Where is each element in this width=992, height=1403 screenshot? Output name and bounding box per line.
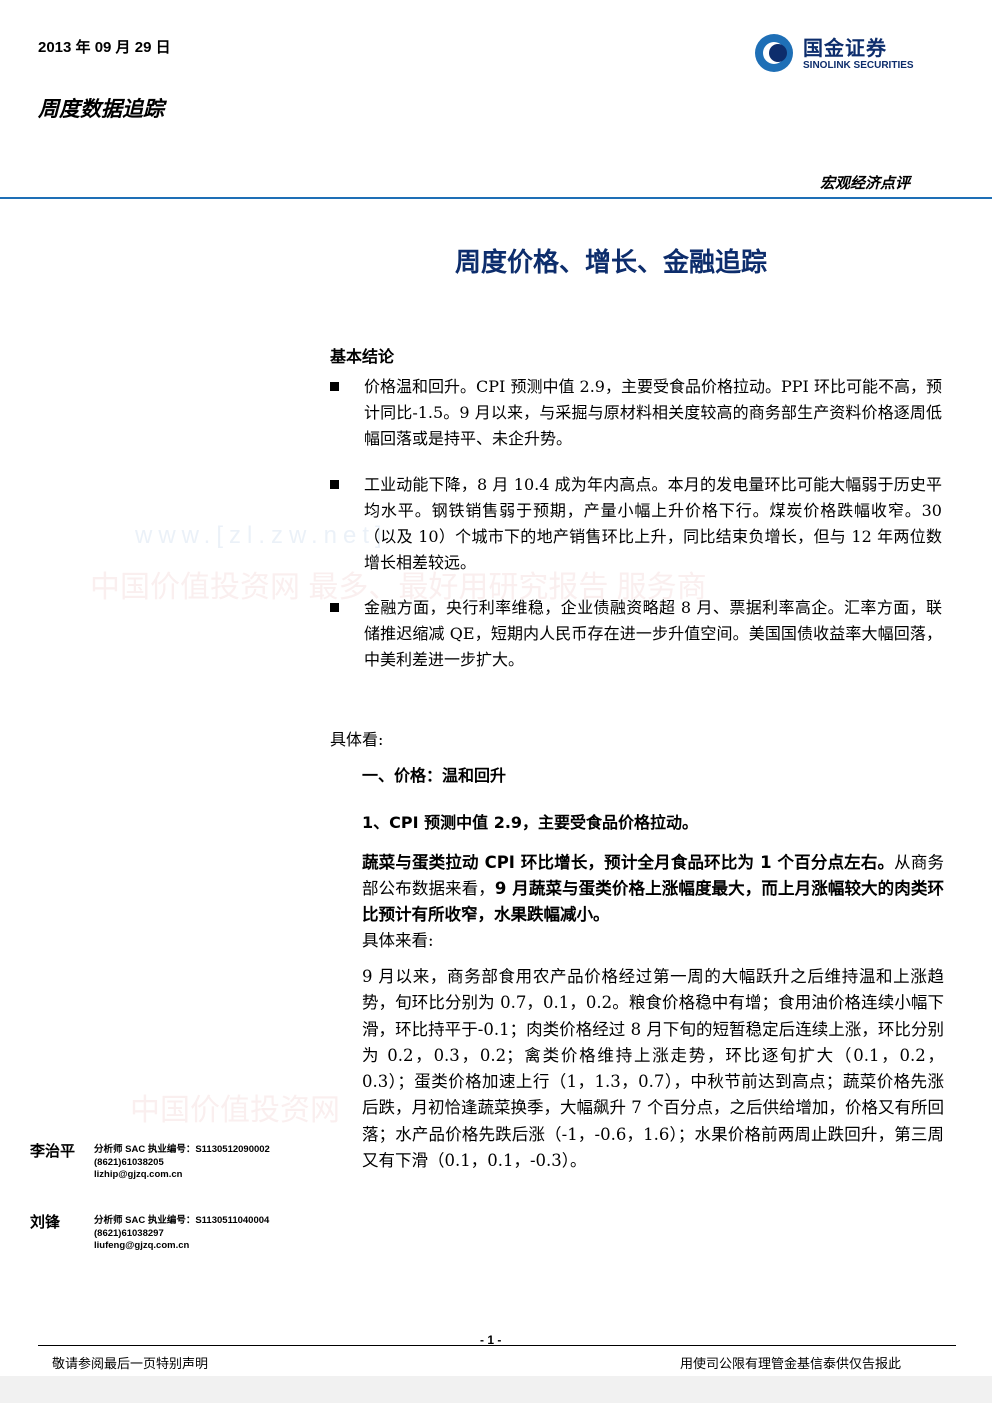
- conclusion-text: 工业动能下降，8 月 10.4 成为年内高点。本月的发电量环比可能大幅弱于历史平…: [364, 475, 942, 572]
- paragraph-tail: 具体来看:: [362, 931, 434, 950]
- conclusion-item: 金融方面，央行利率维稳，企业债融资略超 8 月、票据利率高企。汇率方面，联储推迟…: [330, 595, 942, 673]
- footer-note: 用使司公限有理管金基信泰供仅告报此: [680, 1357, 902, 1372]
- specific-intro: 具体看:: [330, 730, 384, 749]
- conclusion-text: 金融方面，央行利率维稳，企业债融资略超 8 月、票据利率高企。汇率方面，联储推迟…: [364, 598, 942, 669]
- analyst-email[interactable]: lizhip@gjzq.com.cn: [94, 1169, 183, 1180]
- paragraph-bold-emphasis: 9 月蔬菜与蛋类价格上涨幅度最大，而上月涨幅较大的肉类环比预计有所收窄，水果跌幅…: [362, 879, 944, 924]
- footer-strip: [0, 1376, 992, 1403]
- analyst-cert: 分析师 SAC 执业编号：S1130512090002: [94, 1144, 270, 1155]
- paragraph-normal-text: 从商务部公布数据来看，: [362, 853, 944, 898]
- bullet-square-icon: [330, 382, 339, 391]
- watermark-text-lower: 中国价值投资网: [130, 1094, 340, 1127]
- logo-name-cn: 国金证券: [803, 36, 887, 60]
- conclusion-item: 工业动能下降，8 月 10.4 成为年内高点。本月的发电量环比可能大幅弱于历史平…: [330, 472, 942, 576]
- bullet-square-icon: [330, 480, 339, 489]
- subsection-heading: 1、CPI 预测中值 2.9，主要受食品价格拉动。: [362, 813, 699, 832]
- footer-divider: [38, 1345, 956, 1346]
- watermark-site: www.[zl.zw.net]: [135, 522, 388, 549]
- page-number: - 1 -: [480, 1333, 502, 1347]
- header-divider: [0, 197, 992, 199]
- watermark-text: 中国价值投资网 最多、最好用研究报告 服务商: [90, 571, 707, 604]
- detail-paragraph: 9 月以来，商务部食用农产品价格经过第一周的大幅跃升之后维持温和上涨趋势，旬环比…: [362, 967, 944, 1171]
- report-date: 2013 年 09 月 29 日: [38, 39, 171, 56]
- conclusion-item: 价格温和回升。CPI 预测中值 2.9，主要受食品价格拉动。PPI 环比可能不高…: [330, 374, 942, 452]
- bullet-square-icon: [330, 603, 339, 612]
- paragraph-bold-lead: 蔬菜与蛋类拉动 CPI 环比增长，预计全月食品环比为 1 个百分点左右。: [362, 853, 895, 872]
- page-title: 周度价格、增长、金融追踪: [455, 248, 768, 278]
- logo-mark-icon: [755, 34, 793, 72]
- conclusions-heading: 基本结论: [330, 347, 395, 366]
- report-series: 周度数据追踪: [38, 97, 164, 121]
- section-heading: 一、价格：温和回升: [362, 766, 507, 785]
- conclusion-text: 价格温和回升。CPI 预测中值 2.9，主要受食品价格拉动。PPI 环比可能不高…: [364, 377, 942, 448]
- analyst-name: 刘锋: [30, 1213, 61, 1231]
- report-category: 宏观经济点评: [820, 174, 911, 192]
- analyst-cert: 分析师 SAC 执业编号：S1130511040004: [94, 1215, 270, 1226]
- analyst-phone: (8621)61038205: [94, 1156, 164, 1168]
- company-logo: 国金证券 SINOLINK SECURITIES: [753, 28, 953, 78]
- analyst-info: 分析师 SAC 执业编号：S1130511040004 (8621)610382…: [94, 1215, 269, 1253]
- analyst-info: 分析师 SAC 执业编号：S1130512090002 (8621)610382…: [94, 1144, 270, 1182]
- logo-name-en: SINOLINK SECURITIES: [803, 60, 914, 71]
- summary-paragraph: 蔬菜与蛋类拉动 CPI 环比增长，预计全月食品环比为 1 个百分点左右。从商务部…: [362, 850, 944, 954]
- analyst-email[interactable]: liufeng@gjzq.com.cn: [94, 1240, 190, 1251]
- footer-disclaimer: 敬请参阅最后一页特别声明: [52, 1357, 209, 1372]
- analyst-phone: (8621)61038297: [94, 1227, 164, 1239]
- analyst-name: 李治平: [30, 1142, 76, 1160]
